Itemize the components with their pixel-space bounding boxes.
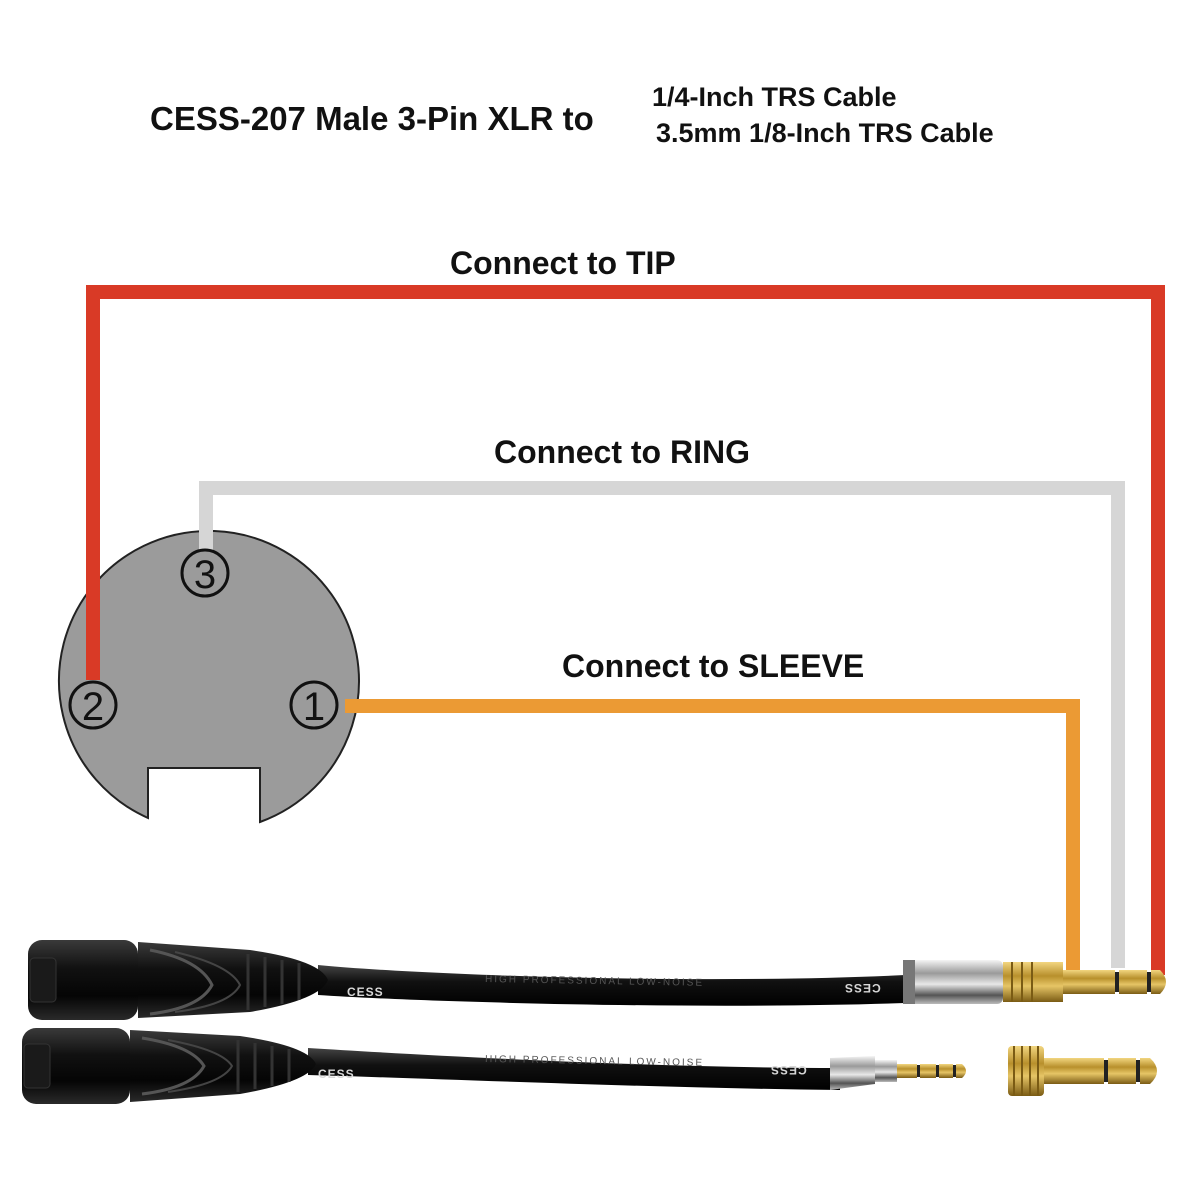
tip-wire <box>86 285 1165 975</box>
adapter-icon <box>1008 1046 1157 1096</box>
trs-plug-icon <box>903 960 1166 1004</box>
cable-quarter-inch-trs: HIGH PROFESSIONAL LOW-NOISE CESS CESS <box>28 940 1166 1020</box>
brand-label-1a: CESS <box>347 985 384 999</box>
xlr-plug-icon <box>28 940 328 1020</box>
brand-label-1b: CESS <box>844 981 881 995</box>
pin-1-number: 1 <box>303 685 325 729</box>
pin-2: 2 <box>68 680 118 730</box>
cable-3-5mm-trs: HIGH PROFESSIONAL LOW-NOISE CESS CESS <box>22 1028 1157 1104</box>
brand-label-2a: CESS <box>318 1067 355 1081</box>
brand-label-2b: CESS <box>770 1063 807 1077</box>
title-line-1: 1/4-Inch TRS Cable <box>652 82 897 112</box>
cable-print-1: HIGH PROFESSIONAL LOW-NOISE <box>485 974 704 989</box>
cable-print-2: HIGH PROFESSIONAL LOW-NOISE <box>485 1054 704 1069</box>
pin-2-number: 2 <box>82 685 104 729</box>
title-line-2: 3.5mm 1/8-Inch TRS Cable <box>656 118 994 148</box>
xlr-plug-icon <box>22 1028 316 1104</box>
trs-plug-icon <box>830 1056 966 1090</box>
label-ring: Connect to RING <box>494 434 750 470</box>
pin-1: 1 <box>289 680 339 730</box>
pin-3: 3 <box>180 548 230 598</box>
xlr-face-icon <box>57 530 360 824</box>
title-main: CESS-207 Male 3-Pin XLR to <box>150 100 594 137</box>
sleeve-wire <box>345 699 1080 972</box>
pin-3-number: 3 <box>194 553 216 597</box>
label-sleeve: Connect to SLEEVE <box>562 648 864 684</box>
label-tip: Connect to TIP <box>450 245 676 281</box>
ring-wire <box>199 481 1125 968</box>
